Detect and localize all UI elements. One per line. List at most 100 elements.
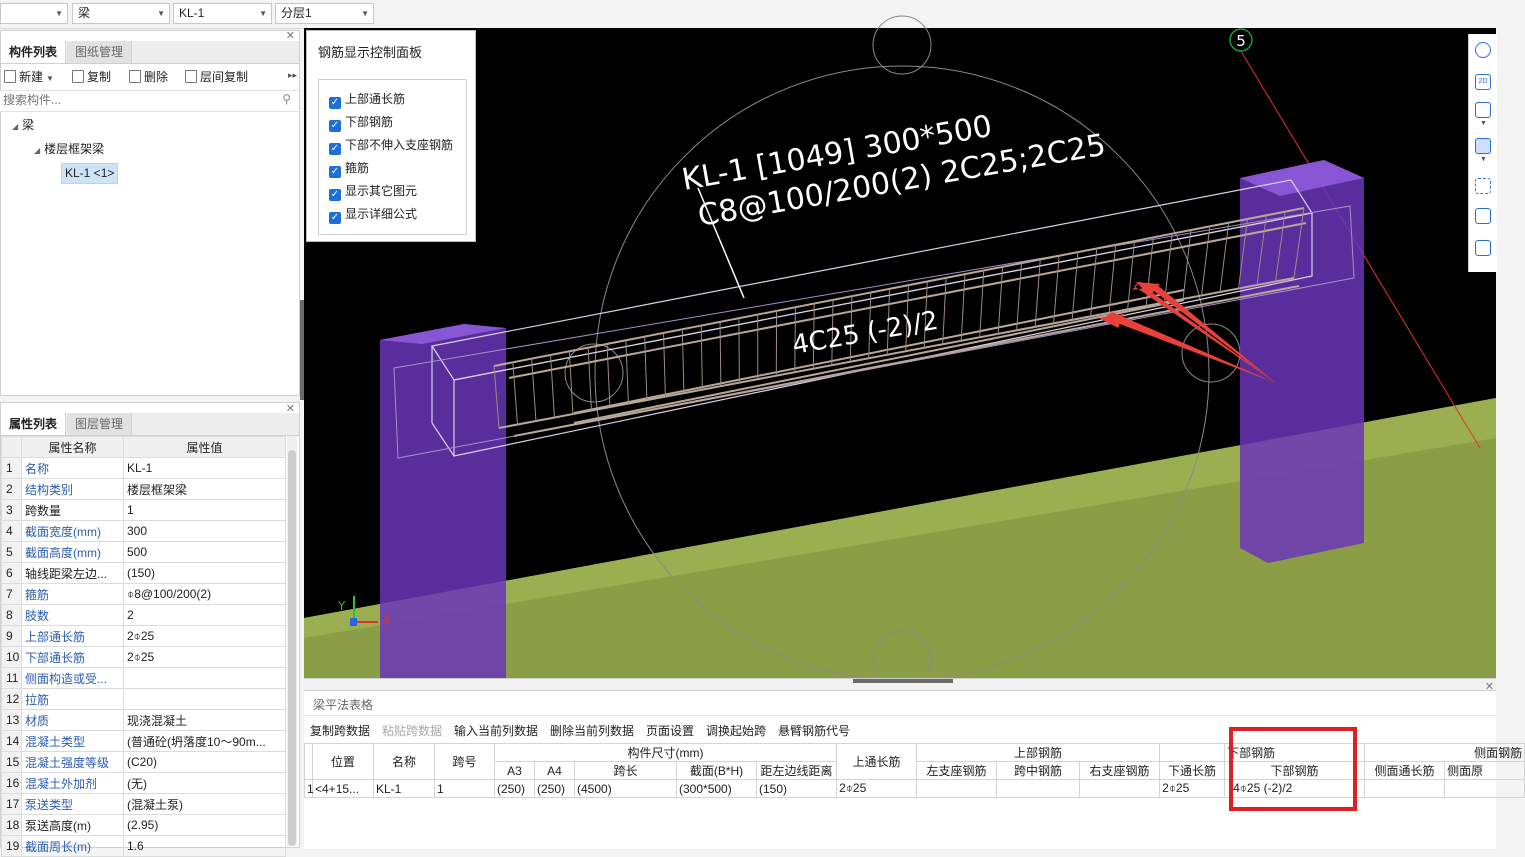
- checkbox-detail-formula[interactable]: ✓显示详细公式: [329, 205, 417, 224]
- splitter-grip[interactable]: [853, 679, 953, 683]
- orbit-icon[interactable]: [1475, 42, 1491, 58]
- tab-drawing-manage[interactable]: 图纸管理: [67, 41, 132, 63]
- cell-distance[interactable]: (150): [757, 780, 837, 798]
- property-value[interactable]: 500: [124, 542, 286, 563]
- check-icon: ✓: [329, 120, 341, 132]
- component-combo[interactable]: KL-1▼: [173, 3, 272, 24]
- checkbox-top-through[interactable]: ✓上部通长筋: [329, 90, 405, 109]
- property-value[interactable]: 楼层框架梁: [124, 479, 286, 500]
- chevron-down-icon[interactable]: ▼: [1480, 156, 1487, 163]
- chevron-down-icon[interactable]: ▼: [1480, 120, 1487, 127]
- cell-section[interactable]: (300*500): [677, 780, 757, 798]
- property-value[interactable]: 1: [124, 500, 286, 521]
- cell-top-through[interactable]: 2⌽25: [837, 780, 917, 798]
- checkbox-other-elements[interactable]: ✓显示其它图元: [329, 182, 417, 201]
- property-value[interactable]: 2: [124, 605, 286, 626]
- tab-layer-manage[interactable]: 图层管理: [67, 413, 132, 435]
- property-value[interactable]: (无): [124, 773, 286, 794]
- scrollbar[interactable]: [287, 436, 297, 846]
- property-value[interactable]: KL-1: [124, 458, 286, 479]
- tree-root[interactable]: ◢梁: [12, 116, 34, 133]
- floor-copy-button[interactable]: 层间复制: [185, 68, 248, 86]
- more-icon[interactable]: ▸▸: [288, 70, 297, 81]
- table-toolbar-button[interactable]: 删除当前列数据: [550, 722, 634, 739]
- property-value[interactable]: [124, 689, 286, 710]
- cell-side-through[interactable]: [1365, 780, 1445, 798]
- 3d-scene: KL-1 [1049] 300*500 C8@100/200(2) 2C25;2…: [304, 28, 1496, 678]
- fit-view-icon[interactable]: [1475, 178, 1491, 194]
- table-toolbar-button[interactable]: 悬臂钢筋代号: [778, 722, 850, 739]
- cell-mid-span[interactable]: [997, 780, 1080, 798]
- 3d-box-icon[interactable]: [1475, 102, 1491, 118]
- search-icon[interactable]: ⚲: [282, 92, 291, 106]
- property-value[interactable]: (C20): [124, 752, 286, 773]
- table-toolbar-button[interactable]: 复制跨数据: [310, 722, 370, 739]
- new-button[interactable]: 新建▼: [4, 68, 54, 86]
- table-toolbar-button[interactable]: 粘贴跨数据: [382, 722, 442, 739]
- checkbox-stirrup[interactable]: ✓箍筋: [329, 159, 369, 178]
- copy-button[interactable]: 复制: [72, 68, 111, 86]
- property-value[interactable]: 现浇混凝土: [124, 710, 286, 731]
- cell-span-no[interactable]: 1: [435, 780, 495, 798]
- table-toolbar-button[interactable]: 页面设置: [646, 722, 694, 739]
- highlight-box: [1229, 727, 1357, 811]
- cell-side-orig[interactable]: [1445, 780, 1525, 798]
- cell-a3[interactable]: (250): [495, 780, 535, 798]
- cell-a4[interactable]: (250): [535, 780, 575, 798]
- layer-combo[interactable]: 分层1▼: [275, 3, 374, 24]
- property-value[interactable]: 2⌽25: [124, 647, 286, 668]
- tab-property-list[interactable]: 属性列表: [1, 413, 66, 435]
- cell-right-support[interactable]: [1080, 780, 1160, 798]
- cell-bottom-through[interactable]: 2⌽25: [1160, 780, 1225, 798]
- property-value[interactable]: 300: [124, 521, 286, 542]
- solid-box-icon[interactable]: [1475, 138, 1491, 154]
- checkbox-bottom-rebar[interactable]: ✓下部钢筋: [329, 113, 393, 132]
- property-value[interactable]: 2⌽25: [124, 626, 286, 647]
- category-combo[interactable]: 梁▼: [72, 3, 170, 24]
- cell-left-support[interactable]: [917, 780, 997, 798]
- floor-combo[interactable]: ▼: [0, 3, 68, 24]
- 3d-viewport[interactable]: KL-1 [1049] 300*500 C8@100/200(2) 2C25;2…: [304, 28, 1496, 678]
- 2d-view-icon[interactable]: 2D: [1475, 74, 1491, 90]
- tree-leaf-selected[interactable]: KL-1 <1>: [61, 163, 118, 184]
- table-toolbar-button[interactable]: 输入当前列数据: [454, 722, 538, 739]
- property-value[interactable]: 1.6: [124, 836, 286, 857]
- report-icon[interactable]: [1475, 240, 1491, 256]
- table-toolbar-button[interactable]: 调换起始跨: [706, 722, 766, 739]
- property-value[interactable]: [124, 668, 286, 689]
- property-value[interactable]: ⌽8@100/200(2): [124, 584, 286, 605]
- checkbox-bottom-not-anchored[interactable]: ✓下部不伸入支座钢筋: [329, 136, 453, 155]
- property-value[interactable]: (150): [124, 563, 286, 584]
- property-value[interactable]: (2.95): [124, 815, 286, 836]
- cell-name[interactable]: KL-1: [374, 780, 435, 798]
- cell-span-length[interactable]: (4500): [575, 780, 677, 798]
- tab-component-list[interactable]: 构件列表: [1, 41, 66, 63]
- tree-child[interactable]: ◢楼层框架梁: [34, 140, 104, 157]
- isometric-icon[interactable]: [1475, 208, 1491, 224]
- scrollbar-thumb[interactable]: [288, 450, 296, 846]
- search-input[interactable]: [0, 91, 276, 109]
- property-value[interactable]: (混凝土泵): [124, 794, 286, 815]
- cell-position[interactable]: <4+15...: [313, 780, 374, 798]
- property-value[interactable]: (普通砼(坍落度10～90m...: [124, 731, 286, 752]
- delete-button[interactable]: 删除: [129, 68, 168, 86]
